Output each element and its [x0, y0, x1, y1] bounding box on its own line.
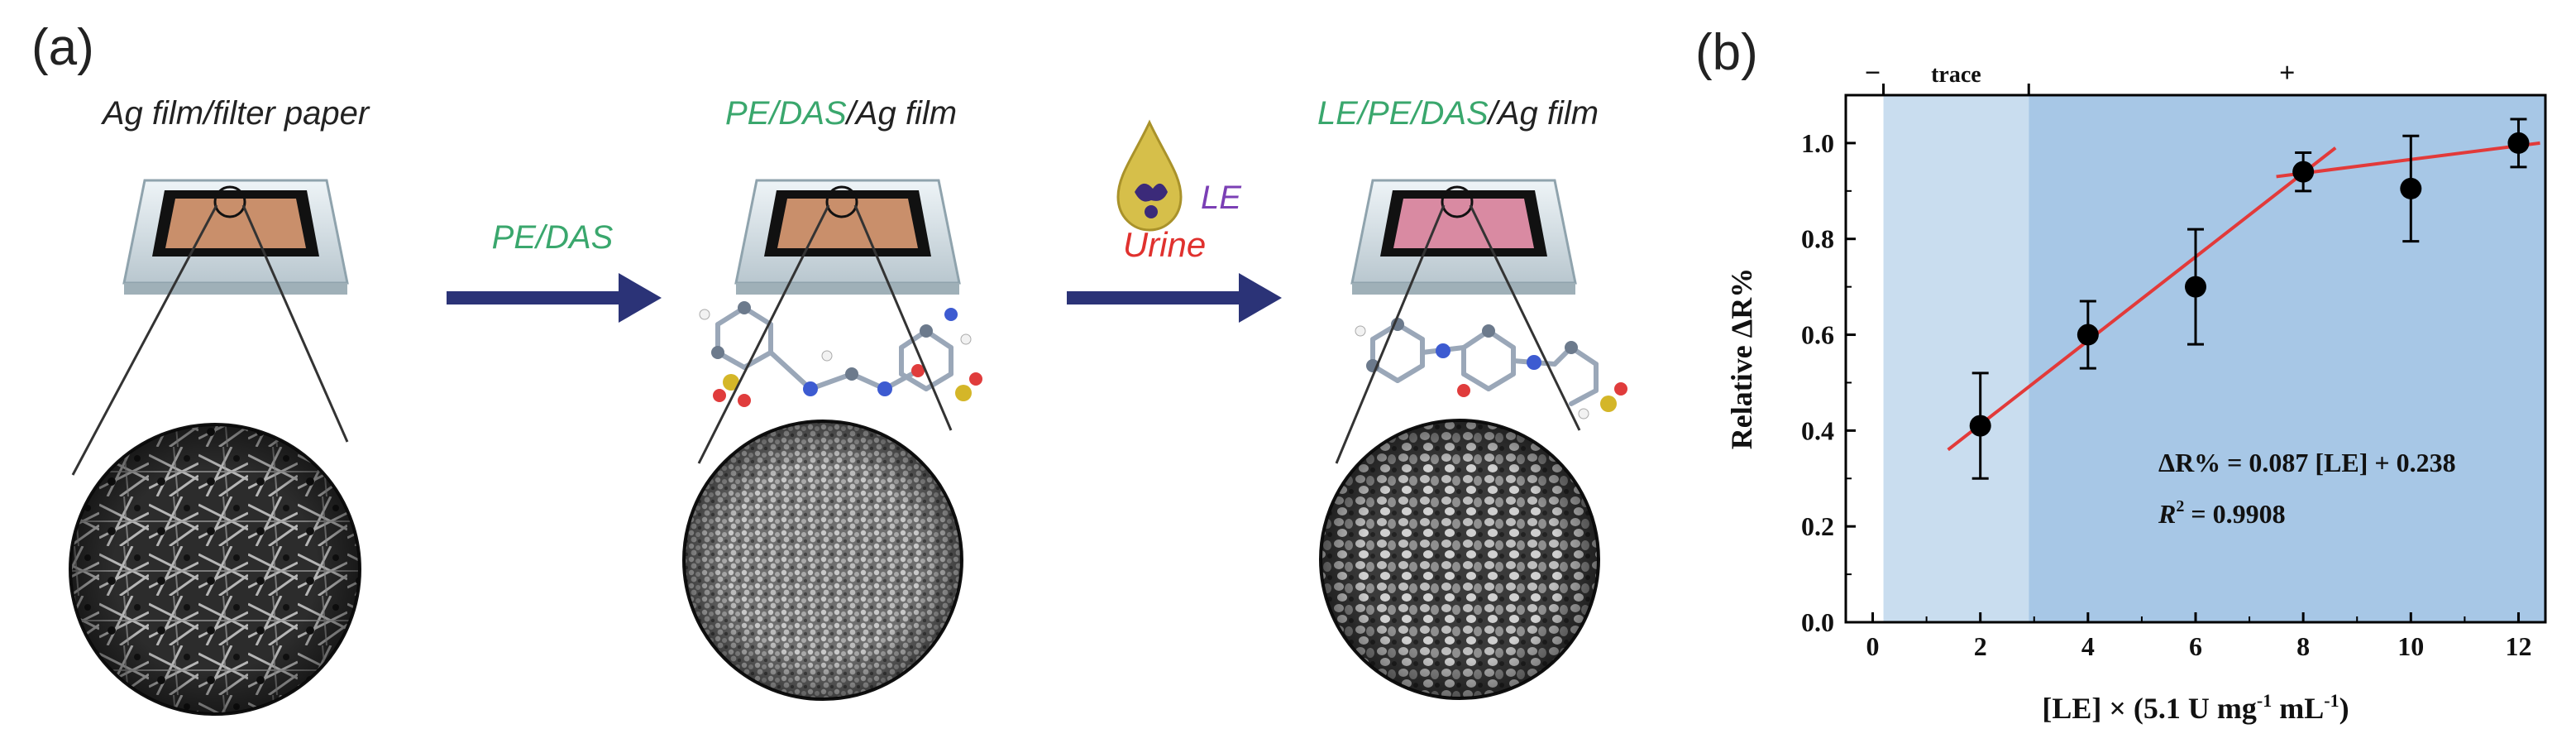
y-tick-label: 0.6	[1801, 320, 1834, 350]
data-point-with-error-bar	[2292, 151, 2315, 193]
silver-film-pad	[777, 199, 918, 248]
panel-b-chart: (b) − trace +0 2 4 6 8 10 12 0.0 0.2 0.4 0.6 0.8 1.0 Δ…	[1695, 24, 2547, 725]
y-tick-label: 0.4	[1801, 415, 1834, 445]
fit-equation: ΔR% = 0.087 [LE] + 0.238	[2158, 448, 2456, 477]
silver-film-pad	[165, 199, 306, 248]
data-point	[2507, 132, 2530, 154]
x-tick-label: 10	[2397, 631, 2424, 661]
zone-band	[1883, 95, 2029, 622]
y-axis-label: Relative ΔR%	[1725, 268, 1758, 450]
stage-3-title: LE/PE/DAS/Ag film	[1317, 95, 1599, 132]
arrow-2-top-label: LE	[1201, 180, 1242, 216]
sem-image-coarse-grains	[1319, 419, 1600, 700]
zone-label: −	[1865, 58, 1881, 89]
zoom-lines-1	[71, 204, 349, 476]
arrow-2-bottom-label: Urine	[1123, 225, 1206, 264]
fit-line	[1947, 146, 2337, 452]
stage-2-title: PE/DAS/Ag film	[725, 95, 957, 132]
title-part: PE/DAS	[725, 95, 847, 132]
title-part: Ag film/filter paper	[101, 95, 370, 132]
data-point-with-error-bar	[2400, 134, 2422, 243]
panel-a-schematic: (a) Ag film/filter paper PE/DAS	[31, 19, 1627, 716]
data-point	[1969, 415, 1991, 437]
zone-band	[2029, 95, 2545, 622]
zoom-lines-3	[1335, 204, 1581, 464]
fit-line	[2276, 141, 2540, 179]
stage-1-title: Ag film/filter paper	[101, 95, 370, 132]
substrate-slide-2	[734, 179, 961, 295]
leukocyte-drop-icon	[1116, 119, 1183, 232]
title-part: LE/PE/DAS	[1317, 95, 1489, 132]
data-points	[1969, 117, 2530, 480]
y-tick-label: 0.2	[1801, 511, 1834, 541]
molecule-pe-das	[699, 301, 982, 407]
title-part: /Ag film	[844, 95, 957, 132]
x-tick-label: 4	[2081, 631, 2095, 661]
data-point	[2400, 177, 2422, 199]
x-tick-label: 8	[2296, 631, 2310, 661]
data-point-with-error-bar	[1969, 372, 1991, 480]
substrate-slide-1	[122, 179, 349, 295]
sem-image-fibers	[69, 423, 361, 716]
panel-b-label: (b)	[1695, 24, 1758, 81]
reaction-arrow-1: PE/DAS	[447, 219, 662, 323]
sem-image-fine-grains	[682, 420, 963, 701]
concentration-zones	[1862, 95, 2545, 622]
zoom-lines-2	[697, 204, 953, 464]
zone-label: +	[2279, 58, 2295, 89]
data-point	[2185, 276, 2206, 298]
data-point-with-error-bar	[2185, 228, 2206, 346]
x-tick-label: 0	[1866, 631, 1880, 661]
data-point	[2292, 161, 2315, 183]
data-point-with-error-bar	[2077, 300, 2099, 370]
zone-band	[1862, 95, 1884, 622]
molecule-azo-product	[1355, 318, 1627, 420]
data-point-with-error-bar	[2507, 117, 2530, 169]
data-point	[2077, 324, 2099, 346]
reaction-arrow-2: LE Urine	[1067, 119, 1282, 323]
stage-2-pe-das-ag-film: PE/DAS/Ag film	[682, 95, 982, 701]
linear-fit-lines	[1947, 141, 2540, 452]
y-tick-label: 0.0	[1801, 607, 1834, 637]
title-part: /Ag film	[1486, 95, 1599, 132]
r-squared: R2 = 0.9908	[2158, 497, 2286, 529]
silver-film-pad	[1393, 199, 1534, 248]
zone-label: trace	[1931, 62, 1981, 88]
x-axis-label: [LE] × (5.1 U mg-1 mL-1)	[2042, 690, 2349, 725]
substrate-slide-3	[1350, 179, 1577, 295]
arrow-1-label: PE/DAS	[492, 219, 614, 256]
stage-3-le-pe-das-ag-film: LE/PE/DAS/Ag film	[1317, 95, 1627, 700]
panel-a-label: (a)	[31, 19, 94, 76]
x-tick-label: 2	[1974, 631, 1987, 661]
x-tick-label: 12	[2505, 631, 2531, 661]
y-tick-label: 1.0	[1801, 128, 1834, 158]
stage-1-ag-film-filter-paper: Ag film/filter paper	[69, 95, 370, 716]
axes-ticks: − trace +0 2 4 6 8 10 12 0.0 0.2 0.4 0.6 0.8 1.0	[1801, 58, 2531, 661]
x-tick-label: 6	[2189, 631, 2202, 661]
y-tick-label: 0.8	[1801, 224, 1834, 254]
